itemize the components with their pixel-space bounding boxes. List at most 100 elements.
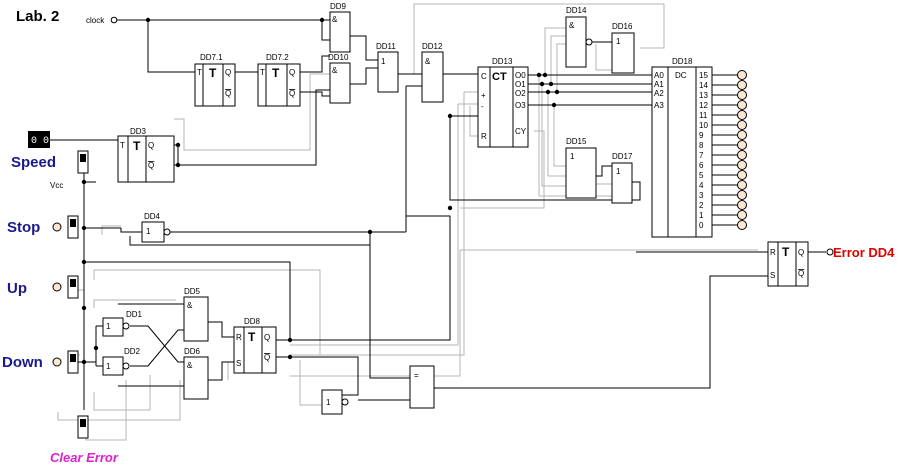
speed-label: Speed: [11, 154, 56, 171]
chip-xor: =: [409, 365, 435, 409]
svg-text:Q: Q: [289, 89, 295, 98]
svg-text:T: T: [133, 139, 141, 153]
speed-display: 0 0: [28, 131, 50, 148]
svg-text:O1: O1: [515, 80, 526, 89]
svg-text:T: T: [248, 330, 256, 344]
svg-text:1: 1: [381, 57, 386, 66]
lamp-3: [737, 190, 747, 200]
svg-text:DD14: DD14: [566, 6, 587, 15]
svg-text:14: 14: [699, 81, 708, 90]
svg-text:DD17: DD17: [612, 152, 633, 161]
svg-text:6: 6: [699, 161, 704, 170]
svg-text:Q: Q: [798, 248, 804, 257]
speed-switch[interactable]: [77, 150, 89, 174]
svg-text:T: T: [260, 68, 265, 77]
svg-text:DD2: DD2: [124, 347, 141, 356]
black-wires: [50, 19, 826, 410]
chip-dd10: DD10 &: [328, 53, 351, 104]
lamp-7: [737, 150, 747, 160]
svg-text:DD13: DD13: [492, 57, 513, 66]
svg-text:&: &: [187, 301, 193, 310]
lamp-13: [737, 90, 747, 100]
svg-text:11: 11: [699, 111, 708, 120]
svg-text:DD5: DD5: [184, 287, 201, 296]
svg-text:O3: O3: [515, 101, 526, 110]
junction-dots: [81, 17, 560, 365]
svg-text:Q: Q: [148, 141, 154, 150]
svg-text:DD7.2: DD7.2: [266, 53, 289, 62]
chip-dd17: DD17 1: [611, 152, 633, 204]
svg-text:&: &: [332, 15, 338, 24]
lamp-15: [737, 70, 747, 80]
svg-text:2: 2: [699, 201, 704, 210]
svg-text:DD12: DD12: [422, 42, 443, 51]
svg-text:8: 8: [699, 141, 704, 150]
svg-text:DD7.1: DD7.1: [200, 53, 223, 62]
svg-text:7: 7: [699, 151, 704, 160]
chip-dd14: DD14 &: [565, 6, 593, 68]
clear-error-switch[interactable]: [77, 415, 89, 439]
svg-text:-: -: [481, 102, 484, 111]
svg-text:1: 1: [146, 227, 151, 236]
svg-text:R: R: [236, 333, 242, 342]
chip-dd16: DD16 1: [611, 22, 635, 74]
svg-text:=: =: [414, 371, 419, 380]
svg-text:DC: DC: [675, 71, 687, 80]
svg-text:DD8: DD8: [244, 317, 261, 326]
chip-dd12: DD12 &: [421, 42, 444, 103]
svg-text:&: &: [187, 361, 193, 370]
vcc-label: Vcc: [50, 181, 63, 190]
svg-text:Q: Q: [148, 161, 154, 170]
chip-dd18: DD18 A0 A1 A2 A3 DC: [651, 57, 713, 238]
svg-text:4: 4: [699, 181, 704, 190]
chip-dd15: DD15 1: [565, 137, 597, 199]
svg-text:10: 10: [699, 121, 708, 130]
svg-text:A1: A1: [654, 80, 664, 89]
svg-text:Q: Q: [225, 89, 231, 98]
svg-text:13: 13: [699, 91, 708, 100]
stop-switch[interactable]: [52, 215, 79, 239]
gray-wires: [57, 3, 758, 441]
svg-text:1: 1: [699, 211, 704, 220]
svg-text:DD11: DD11: [376, 42, 396, 51]
chip-dd2: DD2 1: [102, 347, 141, 376]
svg-text:Q: Q: [225, 68, 231, 77]
svg-text:1: 1: [616, 37, 621, 46]
svg-text:CT: CT: [492, 71, 507, 83]
svg-text:15: 15: [699, 71, 708, 80]
lamp-10: [737, 120, 747, 130]
svg-text:DD3: DD3: [130, 127, 147, 136]
svg-text:1: 1: [570, 152, 575, 161]
chip-dd13: DD13 C CT + - R O0 O1 O2 O3 CY: [477, 57, 529, 148]
svg-text:9: 9: [699, 131, 704, 140]
lamp-4: [737, 180, 747, 190]
clock-label: clock: [86, 16, 105, 25]
lab-title: Lab. 2: [16, 8, 59, 25]
svg-text:DD9: DD9: [330, 2, 347, 11]
svg-text:DD4: DD4: [144, 212, 161, 221]
lamp-12: [737, 100, 747, 110]
lamp-6: [737, 160, 747, 170]
svg-text:Q: Q: [798, 269, 804, 278]
svg-text:T: T: [782, 245, 790, 259]
svg-text:T: T: [197, 68, 202, 77]
svg-text:DD10: DD10: [328, 53, 349, 62]
svg-text:T: T: [272, 66, 280, 80]
svg-text:A0: A0: [654, 71, 664, 80]
down-switch[interactable]: [52, 350, 79, 374]
svg-text:S: S: [236, 359, 241, 368]
svg-text:R: R: [770, 248, 776, 257]
stop-label: Stop: [7, 219, 40, 236]
lamp-1: [737, 210, 747, 220]
svg-text:CY: CY: [515, 127, 527, 136]
chip-dd5: DD5 &: [183, 287, 209, 342]
svg-text:DD1: DD1: [126, 310, 143, 319]
svg-text:5: 5: [699, 171, 704, 180]
svg-text:C: C: [481, 72, 487, 81]
error-dd4-label: Error DD4: [833, 245, 895, 260]
up-switch[interactable]: [52, 275, 79, 299]
lamp-11: [737, 110, 747, 120]
clock-terminal: [110, 16, 118, 24]
chip-dd8: DD8 R S T Q Q: [233, 317, 277, 374]
